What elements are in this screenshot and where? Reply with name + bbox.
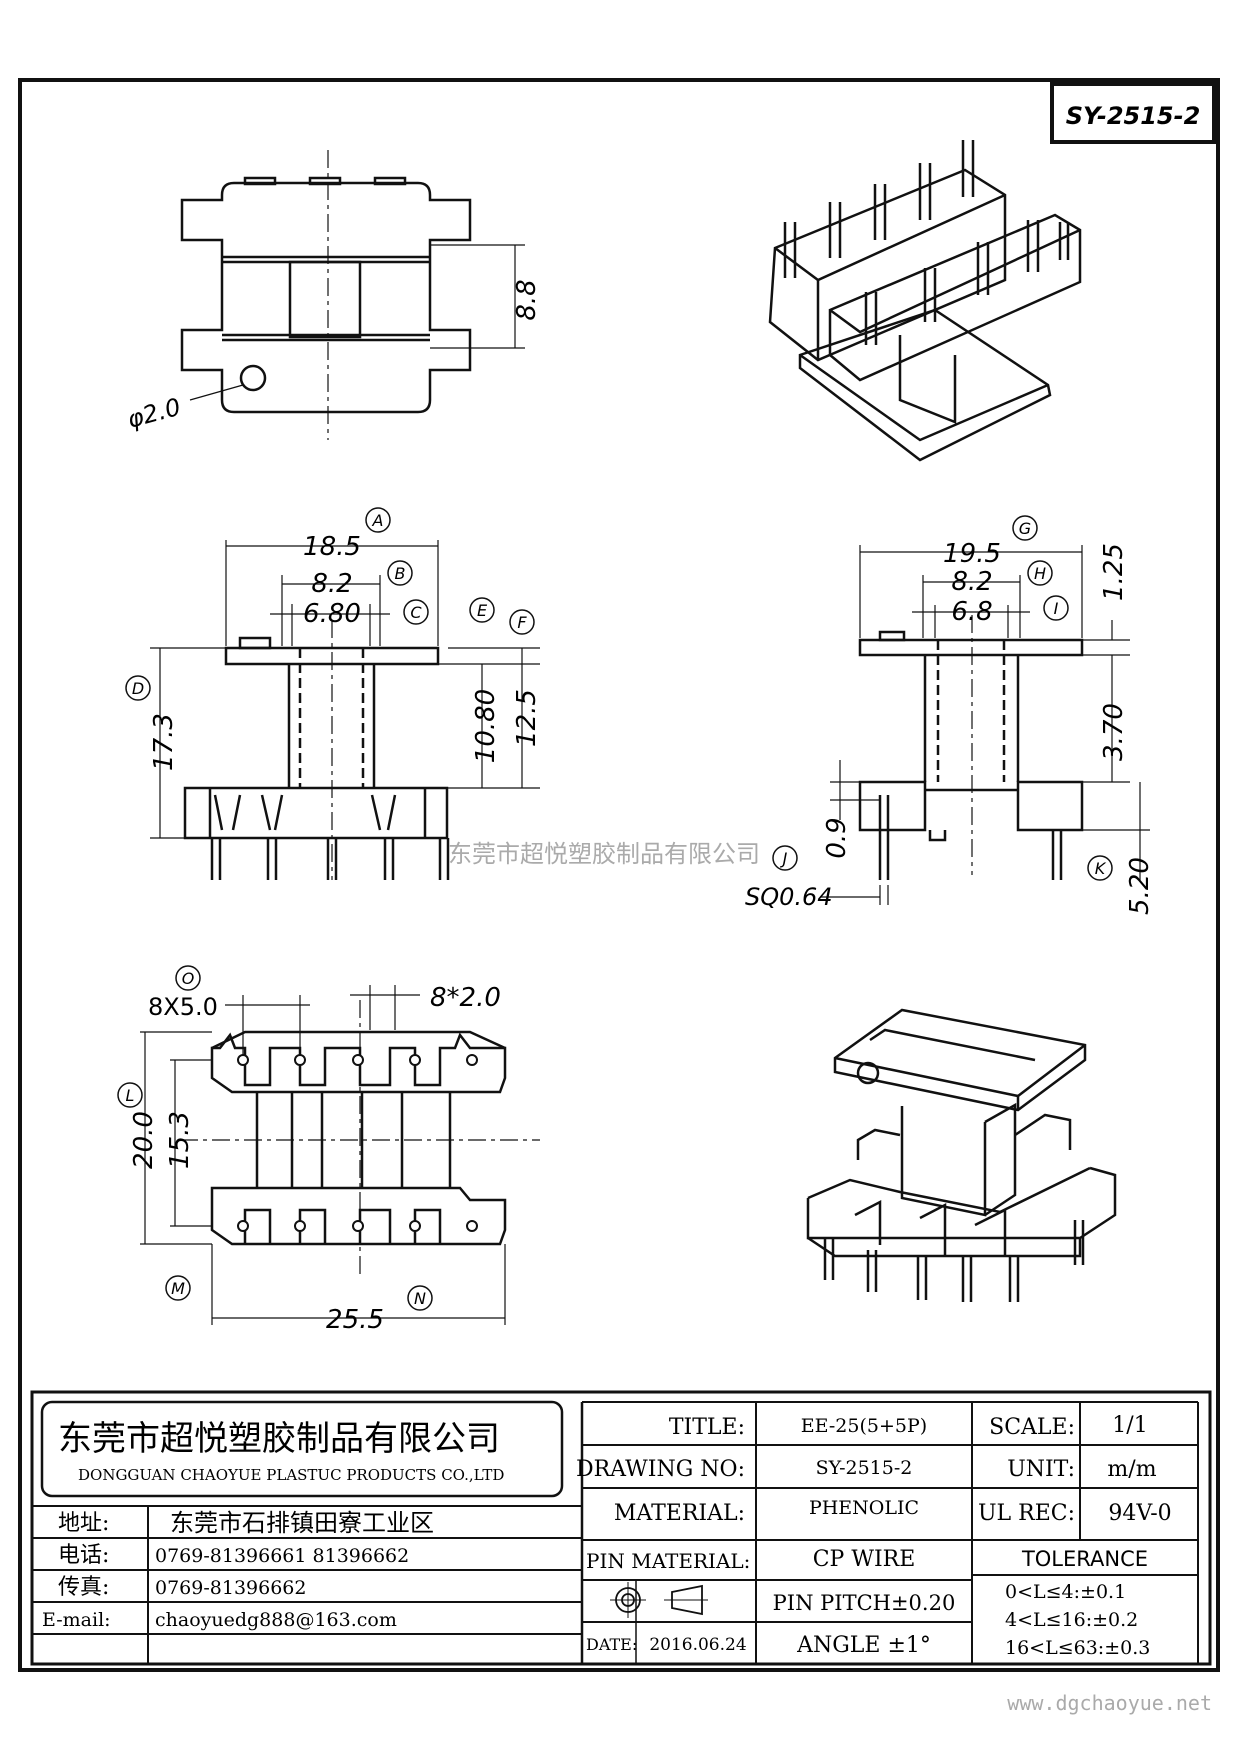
- svg-text:L: L: [126, 1086, 135, 1105]
- svg-text:A: A: [372, 511, 384, 530]
- side-dim-H: 8.2: [951, 567, 992, 597]
- side-dim-1-25: 1.25: [1099, 543, 1129, 601]
- title-label: TITLE:: [669, 1415, 745, 1440]
- bottom-callout-N: N: [407, 1285, 433, 1311]
- bottom-view: [140, 985, 540, 1325]
- side-dim-G: 19.5: [943, 539, 1001, 569]
- tolerance-row-2: 4<L≤16:±0.2: [1005, 1609, 1138, 1631]
- fax-label: 传真:: [58, 1575, 109, 1600]
- isometric-view-bottom: [806, 1008, 1117, 1302]
- unit-value: m/m: [1107, 1457, 1156, 1482]
- unit-label: UNIT:: [1007, 1457, 1075, 1482]
- svg-text:J: J: [780, 849, 788, 868]
- email-label: E-mail:: [42, 1609, 111, 1631]
- top-view: [180, 150, 525, 440]
- side-callout-J: J: [772, 845, 798, 871]
- front-callout-D: D: [125, 675, 151, 701]
- svg-text:M: M: [171, 1279, 185, 1298]
- tolerance-row-1: 0<L≤4:±0.1: [1005, 1581, 1126, 1603]
- front-dim-C: 6.80: [303, 599, 361, 629]
- svg-text:K: K: [1095, 859, 1107, 878]
- front-dim-D: 17.3: [149, 713, 179, 771]
- front-dim-12-5: 12.5: [512, 689, 542, 747]
- drawing-frame: [18, 78, 1220, 1672]
- scale-value: 1/1: [1112, 1413, 1147, 1438]
- front-dim-10-80: 10.80: [471, 689, 501, 763]
- front-callout-F: F: [509, 609, 535, 635]
- company-name-cn: 东莞市超悦塑胶制品有限公司: [58, 1419, 500, 1459]
- phone-value: 0769-81396661 81396662: [155, 1545, 409, 1567]
- bottom-dim-15-3: 15.3: [165, 1111, 195, 1169]
- ul-rec-label: UL REC:: [978, 1501, 1075, 1526]
- fax-value: 0769-81396662: [155, 1577, 306, 1599]
- bottom-dim-pin: 8*2.0: [430, 983, 501, 1013]
- side-callout-I: I: [1043, 595, 1069, 621]
- tolerance-label: TOLERANCE: [1021, 1547, 1148, 1571]
- svg-text:N: N: [414, 1289, 426, 1308]
- bottom-callout-O: O: [175, 965, 201, 991]
- side-dim-sq: SQ0.64: [745, 883, 833, 911]
- code-box-text: SY-2515-2: [1066, 102, 1201, 130]
- front-dim-A: 18.5: [303, 532, 361, 562]
- side-dim-5-20: 5.20: [1125, 857, 1155, 915]
- material-label: MATERIAL:: [614, 1501, 745, 1526]
- front-callout-A: A: [365, 507, 391, 533]
- side-dim-I: 6.8: [951, 597, 992, 627]
- svg-text:H: H: [1034, 564, 1046, 583]
- top-view-dim-height: 8.8: [512, 279, 542, 320]
- email-value: chaoyuedg888@163.com: [155, 1609, 397, 1631]
- svg-text:C: C: [410, 603, 422, 622]
- bottom-dim-L: 20.0: [129, 1111, 159, 1169]
- side-callout-K: K: [1087, 855, 1113, 881]
- pin-material-label: PIN MATERIAL:: [586, 1549, 750, 1573]
- side-callout-G: G: [1012, 515, 1038, 541]
- company-name-en: DONGGUAN CHAOYUE PLASTUC PRODUCTS CO.,LT…: [78, 1466, 504, 1484]
- isometric-view-top: [768, 140, 1082, 462]
- svg-text:F: F: [517, 613, 527, 632]
- pin-material-value: CP WIRE: [813, 1547, 916, 1572]
- front-dim-B: 8.2: [311, 569, 352, 599]
- drawing-no-value: SY-2515-2: [816, 1457, 913, 1479]
- code-box: [1050, 82, 1216, 144]
- date-label: DATE:: [586, 1635, 637, 1654]
- side-callout-H: H: [1027, 560, 1053, 586]
- bottom-callout-L: L: [117, 1082, 143, 1108]
- date-value: 2016.06.24: [649, 1635, 746, 1655]
- svg-text:E: E: [477, 601, 488, 620]
- front-callout-E: E: [469, 597, 495, 623]
- bottom-callout-M: M: [165, 1275, 191, 1301]
- phone-label: 电话:: [58, 1543, 109, 1568]
- scale-label: SCALE:: [989, 1415, 1075, 1440]
- ul-rec-value: 94V-0: [1108, 1501, 1171, 1526]
- drawing-no-label: DRAWING NO:: [576, 1457, 745, 1482]
- front-callout-C: C: [403, 599, 429, 625]
- pin-pitch: PIN PITCH±0.20: [773, 1591, 956, 1615]
- svg-text:G: G: [1019, 519, 1031, 538]
- svg-text:B: B: [395, 564, 406, 583]
- side-dim-0-9: 0.9: [822, 817, 852, 858]
- material-value: PHENOLIC: [809, 1497, 919, 1519]
- bottom-dim-N: 25.5: [326, 1305, 384, 1335]
- svg-text:D: D: [132, 679, 144, 698]
- side-dim-3-70: 3.70: [1099, 703, 1129, 761]
- title-value: EE-25(5+5P): [801, 1415, 927, 1437]
- title-block: [30, 1390, 1212, 1666]
- svg-text:O: O: [182, 969, 195, 988]
- address-label: 地址:: [58, 1511, 109, 1536]
- front-view: [150, 540, 540, 880]
- svg-text:I: I: [1054, 599, 1059, 618]
- watermark: 东莞市超悦塑胶制品有限公司: [448, 840, 760, 868]
- front-callout-B: B: [387, 560, 413, 586]
- website: www.dgchaoyue.net: [1007, 1691, 1212, 1715]
- tolerance-row-3: 16<L≤63:±0.3: [1005, 1637, 1150, 1659]
- side-view: [820, 545, 1150, 905]
- angle: ANGLE ±1°: [796, 1633, 931, 1658]
- bottom-dim-O: 8X5.0: [148, 993, 218, 1021]
- address-value: 东莞市石排镇田寮工业区: [170, 1509, 434, 1537]
